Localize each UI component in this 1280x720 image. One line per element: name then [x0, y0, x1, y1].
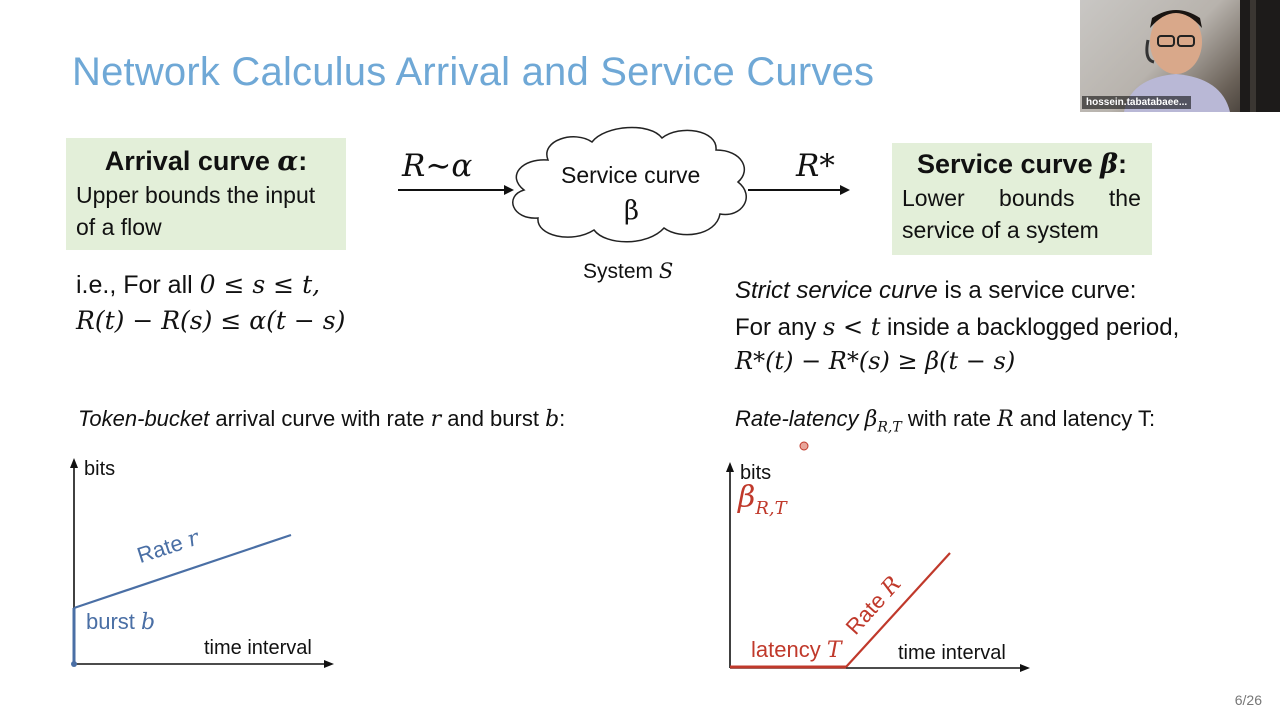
rate-latency-latency-label: latency T	[751, 637, 842, 663]
arrival-curve-description: Upper bounds the input of a flow	[76, 182, 316, 240]
slide-title: Network Calculus Arrival and Service Cur…	[72, 50, 875, 94]
token-bucket-x-axis	[74, 660, 334, 668]
participant-silhouette-icon	[1124, 0, 1280, 112]
arrival-definition-line2: R(t) − R(s) ≤ α(t − s)	[76, 306, 346, 335]
arrival-curve-box: Arrival curve α: Upper bounds the input …	[66, 138, 346, 250]
rate-latency-y-axis	[726, 462, 734, 668]
service-curve-heading: Service curve β:	[916, 149, 1128, 180]
input-arrow	[398, 185, 514, 195]
strict-definition-line1: Strict service curve is a service curve:	[735, 277, 1137, 304]
service-curve-description: Lower bounds the service of a system	[902, 185, 1141, 243]
rate-latency-caption: Rate-latency βR,T with rate R and latenc…	[735, 406, 1156, 436]
token-bucket-caption: Token-bucket arrival curve with rate r a…	[78, 406, 566, 432]
rate-latency-rate-label: Rate R	[840, 571, 907, 640]
system-label: System S	[583, 259, 674, 283]
output-arrow	[748, 185, 850, 195]
participant-name-label: hossein.tabatabaee...	[1082, 96, 1192, 109]
rate-latency-y-label: bits	[740, 462, 772, 484]
pointer-dot	[799, 441, 809, 451]
arrival-curve-heading: Arrival curve α:	[104, 146, 308, 177]
token-bucket-x-label: time interval	[204, 637, 312, 659]
rate-latency-curve-label: βR,T	[738, 480, 787, 519]
token-bucket-y-label: bits	[84, 458, 116, 480]
token-bucket-burst-label: burst b	[86, 609, 156, 635]
service-curve-box: Service curve β: Lower bounds the servic…	[892, 143, 1152, 255]
token-bucket-y-axis	[70, 458, 78, 664]
arrival-definition-line1: i.e., For all 0 ≤ s ≤ t,	[76, 270, 321, 299]
strict-definition-line2: For any s < t inside a backlogged period…	[735, 313, 1180, 341]
rate-latency-x-label: time interval	[898, 642, 1006, 664]
page-number: 6/26	[1234, 692, 1262, 708]
cloud-beta-symbol: β	[624, 196, 640, 226]
webcam-video[interactable]: hossein.tabatabaee...	[1080, 0, 1280, 112]
strict-definition-line3: R*(t) − R*(s) ≥ β(t − s)	[735, 347, 1016, 375]
cloud-label: Service curve	[561, 162, 701, 188]
token-bucket-rate-label: Rate r	[133, 525, 203, 569]
output-flow-label: R*	[796, 148, 835, 184]
input-flow-label: R∼α	[402, 148, 473, 184]
origin-point	[71, 661, 77, 667]
rate-latency-x-axis	[730, 664, 1030, 672]
